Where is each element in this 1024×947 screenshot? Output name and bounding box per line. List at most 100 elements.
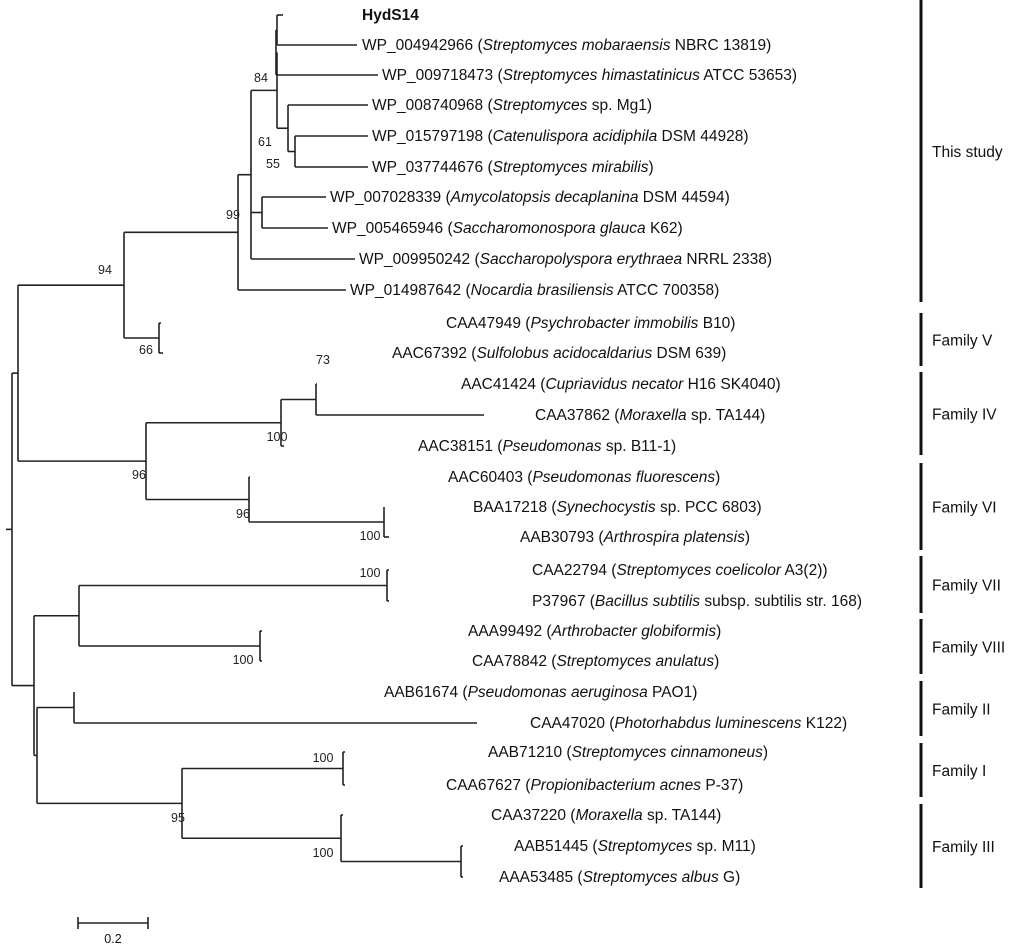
leaf-paren-open: ( bbox=[443, 220, 453, 237]
leaf-label: CAA22794 (Streptomyces coelicolor A3(2)) bbox=[532, 562, 828, 579]
leaf-species: Sulfolobus acidocaldarius bbox=[476, 345, 652, 362]
bootstrap-value: 96 bbox=[132, 468, 146, 482]
leaf-strain: sp. TA144) bbox=[643, 807, 722, 824]
leaf-paren-open: ( bbox=[458, 684, 468, 701]
leaf-paren-open: ( bbox=[483, 128, 493, 145]
leaf-accession: CAA67627 bbox=[446, 777, 521, 794]
leaf-accession: WP_037744676 bbox=[372, 159, 483, 176]
leaf-strain: ) bbox=[763, 744, 768, 761]
leaf-label: AAC60403 (Pseudomonas fluorescens) bbox=[448, 469, 720, 486]
leaf-paren-open: ( bbox=[594, 529, 604, 546]
leaf-species: Streptomyces cinnamoneus bbox=[572, 744, 764, 761]
tree-branches bbox=[6, 14, 484, 878]
leaf-paren-open: ( bbox=[536, 376, 546, 393]
bootstrap-value: 96 bbox=[236, 507, 250, 521]
leaf-paren-open: ( bbox=[605, 715, 615, 732]
leaf-strain: ) bbox=[649, 159, 654, 176]
leaf-species: Psychrobacter immobilis bbox=[530, 315, 698, 332]
leaf-label: AAB71210 (Streptomyces cinnamoneus) bbox=[488, 744, 768, 761]
leaf-accession: AAC60403 bbox=[448, 469, 523, 486]
leaf-species: Propionibacterium acnes bbox=[530, 777, 701, 794]
leaf-accession: AAB71210 bbox=[488, 744, 562, 761]
leaf-species: Streptomyces mirabilis bbox=[493, 159, 649, 176]
leaf-paren-open: ( bbox=[610, 407, 620, 424]
leaf-accession: AAB30793 bbox=[520, 529, 594, 546]
leaf-paren-open: ( bbox=[573, 869, 583, 886]
bootstrap-value: 66 bbox=[139, 343, 153, 357]
leaf-label: AAB61674 (Pseudomonas aeruginosa PAO1) bbox=[384, 684, 697, 701]
leaf-strain: sp. PCC 6803) bbox=[656, 499, 762, 516]
leaf-accession: AAC38151 bbox=[418, 438, 493, 455]
leaf-species: Saccharopolyspora erythraea bbox=[480, 251, 683, 268]
leaf-label: AAC41424 (Cupriavidus necator H16 SK4040… bbox=[461, 376, 781, 393]
leaf-strain: DSM 44928) bbox=[657, 128, 748, 145]
leaf-strain: ) bbox=[714, 653, 719, 670]
group-label: Family IV bbox=[932, 407, 997, 424]
leaf-accession: CAA78842 bbox=[472, 653, 547, 670]
group-label: This study bbox=[932, 144, 1003, 161]
bootstrap-value: 55 bbox=[266, 157, 280, 171]
leaf-strain: A3(2)) bbox=[781, 562, 828, 579]
group-label: Family VIII bbox=[932, 640, 1005, 657]
leaf-label: WP_009950242 (Saccharopolyspora erythrae… bbox=[359, 251, 772, 268]
leaf-strain: NBRC 13819) bbox=[670, 37, 771, 54]
leaf-accession: WP_009950242 bbox=[359, 251, 470, 268]
leaf-species: Pseudomonas fluorescens bbox=[532, 469, 715, 486]
leaf-strain: sp. Mg1) bbox=[587, 97, 652, 114]
leaf-accession: WP_007028339 bbox=[330, 189, 441, 206]
leaf-label: CAA47020 (Photorhabdus luminescens K122) bbox=[530, 715, 847, 732]
leaf-strain: ATCC 700358) bbox=[614, 282, 720, 299]
leaf-paren-open: ( bbox=[493, 438, 503, 455]
leaf-paren-open: ( bbox=[542, 623, 552, 640]
leaf-paren-open: ( bbox=[467, 345, 477, 362]
leaf-accession: WP_015797198 bbox=[372, 128, 483, 145]
leaf-label: CAA67627 (Propionibacterium acnes P-37) bbox=[446, 777, 743, 794]
leaf-label: AAB51445 (Streptomyces sp. M11) bbox=[514, 838, 756, 855]
leaf-accession: HydS14 bbox=[362, 7, 419, 24]
bootstrap-value: 84 bbox=[254, 71, 268, 85]
group-label: Family II bbox=[932, 702, 991, 719]
leaf-strain: P-37) bbox=[701, 777, 743, 794]
leaf-label: CAA37862 (Moraxella sp. TA144) bbox=[535, 407, 765, 424]
bootstrap-value: 100 bbox=[360, 529, 381, 543]
bootstrap-value: 95 bbox=[171, 811, 185, 825]
leaf-label: WP_008740968 (Streptomyces sp. Mg1) bbox=[372, 97, 652, 114]
leaf-paren-open: ( bbox=[441, 189, 451, 206]
leaf-species: Amycolatopsis decaplanina bbox=[450, 189, 639, 206]
leaf-label: HydS14 bbox=[362, 7, 419, 24]
leaf-species: Saccharomonospora glauca bbox=[453, 220, 646, 237]
leaf-label: WP_007028339 (Amycolatopsis decaplanina … bbox=[330, 189, 730, 206]
leaf-paren-open: ( bbox=[547, 653, 557, 670]
leaf-strain: H16 SK4040) bbox=[683, 376, 780, 393]
leaf-species: Streptomyces mobaraensis bbox=[483, 37, 671, 54]
bootstrap-value: 61 bbox=[258, 135, 272, 149]
leaf-accession: WP_009718473 bbox=[382, 67, 493, 84]
leaf-accession: CAA47020 bbox=[530, 715, 605, 732]
leaf-accession: AAA99492 bbox=[468, 623, 542, 640]
leaf-strain: ) bbox=[716, 623, 721, 640]
leaf-species: Nocardia brasiliensis bbox=[471, 282, 614, 299]
leaf-accession: WP_005465946 bbox=[332, 220, 443, 237]
leaf-species: Synechocystis bbox=[557, 499, 656, 516]
leaf-paren-open: ( bbox=[461, 282, 471, 299]
leaf-label: CAA47949 (Psychrobacter immobilis B10) bbox=[446, 315, 735, 332]
leaf-strain: B10) bbox=[698, 315, 735, 332]
leaf-strain: sp. TA144) bbox=[687, 407, 766, 424]
bootstrap-value: 100 bbox=[313, 751, 334, 765]
leaf-accession: WP_004942966 bbox=[362, 37, 473, 54]
bootstrap-value: 99 bbox=[226, 208, 240, 222]
leaf-strain: ) bbox=[715, 469, 720, 486]
leaf-label: CAA78842 (Streptomyces anulatus) bbox=[472, 653, 719, 670]
leaf-paren-open: ( bbox=[523, 469, 533, 486]
leaf-accession: AAB61674 bbox=[384, 684, 458, 701]
leaf-accession: CAA47949 bbox=[446, 315, 521, 332]
bootstrap-value: 100 bbox=[267, 430, 288, 444]
bootstrap-value: 100 bbox=[313, 846, 334, 860]
leaf-accession: BAA17218 bbox=[473, 499, 547, 516]
leaf-accession: WP_008740968 bbox=[372, 97, 483, 114]
leaf-strain: DSM 639) bbox=[652, 345, 726, 362]
leaf-label: WP_015797198 (Catenulispora acidiphila D… bbox=[372, 128, 749, 145]
leaf-species: Streptomyces himastatinicus bbox=[503, 67, 701, 84]
group-label: Family I bbox=[932, 763, 986, 780]
